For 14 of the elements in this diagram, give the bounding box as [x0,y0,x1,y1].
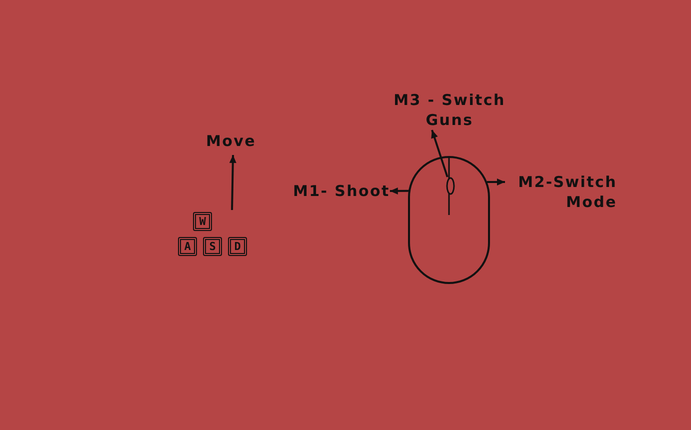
keyboard-key: S [203,237,222,256]
scroll-wheel [446,177,455,195]
arrow [431,130,448,178]
action-label: Move [206,131,256,151]
keyboard-key: D [228,237,247,256]
computer-mouse-drawing [408,156,490,284]
keyboard-key: W [193,212,212,231]
action-label: M3 - Switch Guns [387,90,512,130]
arrow [487,178,505,186]
arrow [229,154,236,210]
action-label: M1- Shoot [293,181,390,201]
action-label: M2-Switch Mode [505,172,617,212]
arrow [390,187,409,194]
keyboard-key: A [178,237,197,256]
